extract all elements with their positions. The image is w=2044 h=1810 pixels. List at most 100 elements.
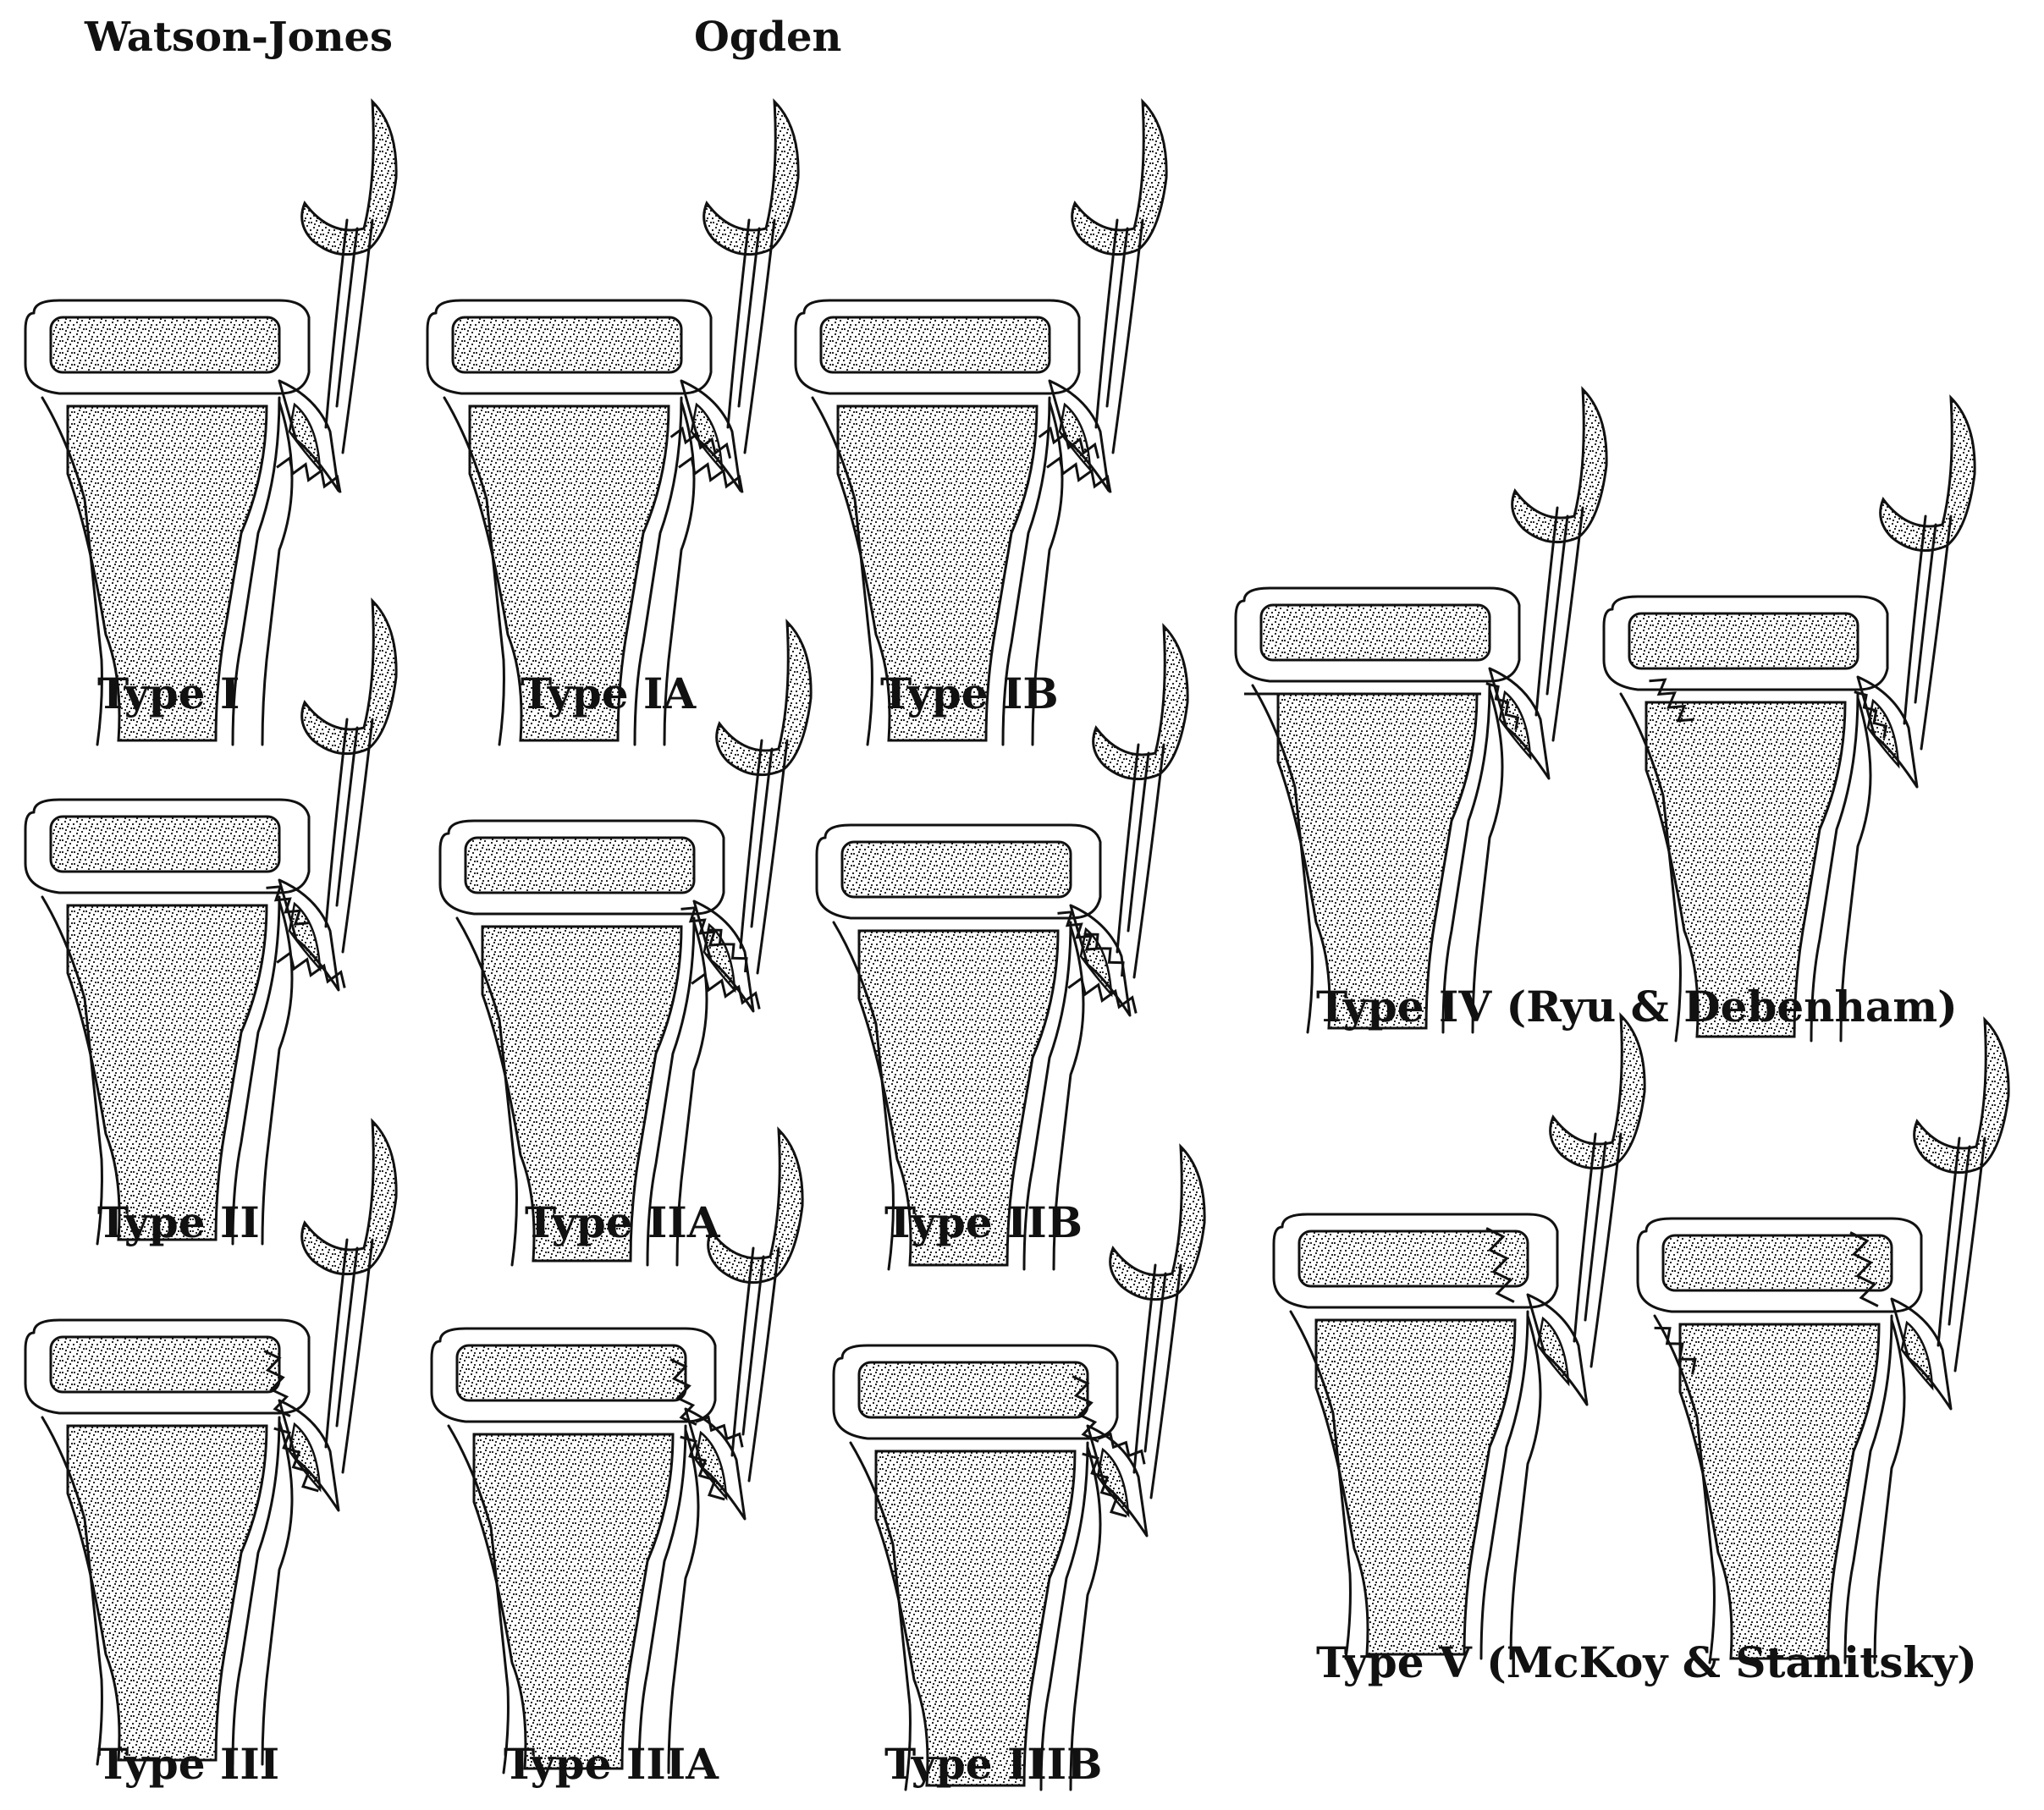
header-watson-jones: Watson-Jones [85, 14, 394, 61]
shaft-right-outline [646, 916, 696, 1267]
metaphysis-stipple [66, 1424, 268, 1762]
fracture-line-secondary [1083, 933, 1125, 977]
patella [300, 1118, 398, 1276]
epiphysis-ossific-bar [455, 1344, 687, 1402]
shaft-right-outline [1022, 921, 1072, 1271]
shaft-right-outline [1479, 1310, 1529, 1660]
fracture-line-secondary [1097, 1432, 1146, 1465]
epiphysis-ossific-bar [840, 840, 1072, 899]
tibia-type-iv-a [1234, 386, 1608, 1034]
cortex-inner-line [1052, 925, 1085, 1271]
fracture-line [1046, 455, 1112, 493]
shaft-right-outline [231, 895, 281, 1246]
patella [1549, 1012, 1646, 1170]
tibia-type-iiia [430, 1126, 804, 1774]
tibia-type-iia [438, 619, 813, 1267]
fracture-line [669, 1358, 697, 1426]
label-type-iii: Type III [97, 1739, 280, 1789]
epiphysis-ossific-bar [1628, 612, 1859, 670]
patella [1092, 623, 1189, 781]
label-type-ia: Type IA [521, 668, 697, 718]
shaft-right-outline [1001, 396, 1051, 746]
fracture-line [263, 1350, 291, 1417]
metaphysis-stipple [468, 404, 670, 742]
epiphysis-ossific-bar [451, 316, 683, 374]
fracture-line-lower [1082, 1452, 1127, 1518]
cortex-inner-line [663, 400, 696, 746]
patella [1879, 394, 1976, 553]
tibia-type-iiib [832, 1143, 1206, 1791]
fracture-line-lower [1485, 682, 1520, 730]
patella [1913, 1016, 2010, 1175]
cortex-inner-line [261, 400, 294, 746]
cortex-inner-line [667, 1428, 700, 1774]
tubercle-ossific-center [1058, 402, 1092, 473]
epiphysis-ossific-bar [49, 815, 281, 873]
cortex-inner-line [675, 921, 708, 1267]
patella [1511, 386, 1608, 544]
metaphysis-stipple [1276, 692, 1479, 1030]
cortex-inner-line [1509, 1314, 1542, 1660]
patella [702, 98, 800, 256]
fracture-line [1849, 1231, 1879, 1307]
shaft-right-outline [633, 396, 683, 746]
epiphysis-ossific-bar [819, 316, 1051, 374]
label-type-iib: Type IIB [884, 1197, 1083, 1247]
label-type-iiia: Type IIIA [504, 1739, 719, 1789]
fracture-line-lower [691, 971, 761, 1010]
patella [707, 1126, 804, 1285]
shaft-right-outline [637, 1424, 687, 1774]
tibia-type-ii [24, 597, 398, 1246]
header-ogden: Ogden [694, 14, 842, 61]
shaft-right-outline [1843, 1314, 1893, 1664]
patella [1109, 1143, 1206, 1301]
patella [300, 98, 398, 256]
tubercle-ossific-center [288, 402, 322, 473]
fracture-line [1485, 1227, 1515, 1303]
tubercle-ossific-center [288, 901, 322, 972]
fracture-line [1649, 678, 1694, 723]
tibia-type-ia [426, 98, 800, 746]
metaphysis-stipple [66, 904, 268, 1241]
patella [1071, 98, 1168, 256]
metaphysis-stipple [1314, 1318, 1517, 1656]
label-type-v: Type V (McKoy & Stanitsky) [1316, 1637, 1977, 1687]
fracture-line [678, 455, 744, 493]
tibia-type-ib [794, 98, 1168, 746]
shaft-right-outline [231, 1416, 281, 1766]
cortex-inner-line [261, 899, 294, 1246]
shaft-right-outline [1039, 1441, 1089, 1791]
metaphysis-stipple [481, 925, 683, 1263]
fracture-line-secondary [669, 426, 732, 459]
fracture-line-lower [1654, 1326, 1697, 1375]
fracture-line [276, 455, 342, 493]
fracture-line-lower [680, 1435, 725, 1501]
metaphysis-stipple [472, 1433, 675, 1770]
cortex-inner-line [1471, 688, 1504, 1034]
tubercle-ossific-center [1536, 1316, 1570, 1387]
tibia-type-iv-b [1602, 394, 1976, 1043]
label-type-iv: Type IV (Ryu & Debenham) [1316, 982, 1958, 1032]
metaphysis-stipple [1645, 701, 1847, 1038]
shaft-right-outline [1810, 692, 1859, 1043]
metaphysis-stipple [1678, 1323, 1881, 1660]
epiphysis-ossific-bar [1297, 1230, 1529, 1288]
metaphysis-stipple [874, 1450, 1077, 1787]
label-type-ib: Type IB [880, 668, 1059, 718]
epiphysis-ossific-bar [49, 1335, 281, 1394]
tibia-type-v-a [1272, 1012, 1646, 1660]
tubercle-ossific-center [1079, 927, 1113, 998]
epiphysis-ossific-bar [49, 316, 281, 374]
cortex-inner-line [261, 1420, 294, 1766]
cortex-inner-line [1031, 400, 1064, 746]
patella [300, 597, 398, 756]
fracture-line-secondary [707, 928, 748, 973]
fracture-line [266, 885, 310, 926]
fracture-line [680, 906, 724, 947]
fracture-line-lower [276, 950, 346, 988]
epiphysis-ossific-bar [1661, 1234, 1893, 1292]
tubercle-ossific-center [702, 922, 736, 993]
metaphysis-stipple [66, 404, 268, 742]
